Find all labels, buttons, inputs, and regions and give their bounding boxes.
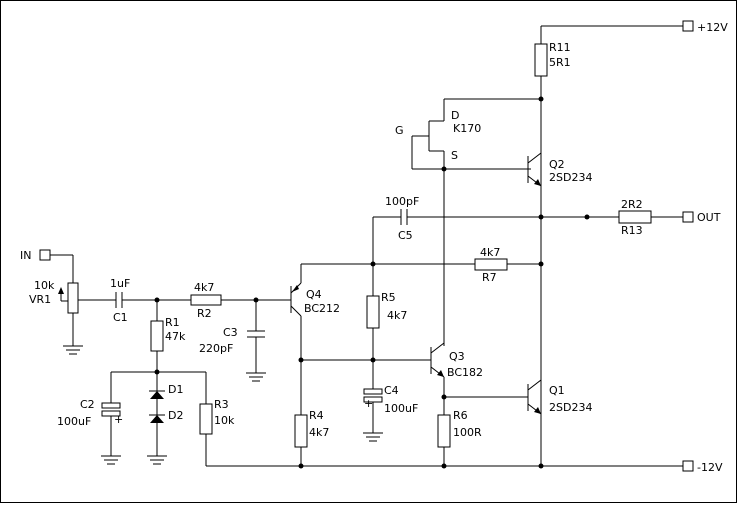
r6-resistor	[437, 414, 451, 448]
in-label: IN	[20, 249, 31, 262]
r7-value: 4k7	[480, 246, 500, 259]
c4-value: 100uF	[384, 402, 418, 415]
out-terminal	[682, 211, 694, 223]
r3-resistor	[199, 403, 213, 435]
r4-name: R4	[309, 409, 324, 422]
q4-name: Q4	[306, 288, 322, 301]
d1-diode	[149, 390, 165, 399]
r2-value: 4k7	[194, 281, 214, 294]
plus12-rail	[540, 20, 694, 44]
minus12-terminal	[682, 460, 694, 472]
r4-value: 4k7	[309, 426, 329, 439]
r7-name: R7	[482, 271, 497, 284]
plus12-terminal	[682, 20, 694, 32]
c2-value: 100uF	[57, 415, 91, 428]
c3-value: 220pF	[199, 342, 233, 355]
q4-part: BC212	[304, 302, 340, 315]
fet-part-label: K170	[453, 122, 481, 135]
q1-transistor	[527, 379, 542, 415]
c1-name: C1	[113, 311, 128, 324]
fet-k170	[411, 98, 541, 346]
c4-plus-sign: +	[364, 397, 373, 410]
q3-transistor	[430, 342, 445, 415]
r6-value: 100R	[453, 426, 482, 439]
q1-part: 2SD234	[549, 401, 592, 414]
r2-resistor	[190, 294, 222, 306]
minus12-label: -12V	[697, 461, 723, 474]
r11-value: 5R1	[549, 56, 571, 69]
r1-resistor	[150, 320, 164, 352]
fet-drain-label: D	[451, 109, 459, 122]
r11-name: R11	[549, 41, 571, 54]
c5-capacitor	[372, 209, 591, 264]
r1-value: 47k	[165, 330, 186, 343]
r3-value: 10k	[214, 414, 235, 427]
d1-name: D1	[168, 383, 183, 396]
q1-name: Q1	[549, 384, 565, 397]
r5-resistor	[366, 295, 380, 329]
vr1-potentiometer	[67, 282, 79, 314]
c4-capacitor	[363, 388, 383, 442]
c1-value: 1uF	[110, 277, 130, 290]
in-terminal	[39, 249, 51, 261]
r11-resistor	[534, 43, 548, 77]
r5-value: 4k7	[387, 309, 407, 322]
d2-name: D2	[168, 409, 183, 422]
r2-name: R2	[197, 307, 212, 320]
c2-capacitor	[101, 372, 121, 465]
out-label: OUT	[697, 211, 721, 224]
plus12-label: +12V	[697, 21, 728, 34]
r13-resistor	[618, 210, 652, 224]
c1-capacitor	[115, 292, 191, 308]
r4-resistor	[294, 414, 308, 448]
r6-name: R6	[453, 409, 468, 422]
c3-name: C3	[223, 326, 238, 339]
r13-value: 2R2	[621, 198, 643, 211]
c5-name: C5	[398, 229, 413, 242]
q2-transistor	[527, 152, 542, 187]
q2-name: Q2	[549, 158, 565, 171]
c4-name: C4	[384, 384, 399, 397]
c5-value: 100pF	[385, 195, 419, 208]
input-section	[39, 249, 116, 355]
q3-part: BC182	[447, 366, 483, 379]
r3-name: R3	[214, 398, 229, 411]
c2-plus-sign: +	[114, 413, 123, 426]
d2-diode	[149, 414, 165, 423]
r7-resistor	[474, 258, 508, 271]
r1-name: R1	[165, 316, 180, 329]
vr1-value: 10k	[34, 279, 55, 292]
fet-gate-label: G	[395, 124, 404, 137]
vr1-name: VR1	[29, 293, 51, 306]
c2-name: C2	[80, 398, 95, 411]
fet-source-label: S	[451, 149, 458, 162]
r13-name: R13	[621, 224, 643, 237]
q3-name: Q3	[449, 350, 465, 363]
q2-part: 2SD234	[549, 171, 592, 184]
c3-capacitor	[246, 300, 266, 382]
r5-name: R5	[381, 291, 396, 304]
